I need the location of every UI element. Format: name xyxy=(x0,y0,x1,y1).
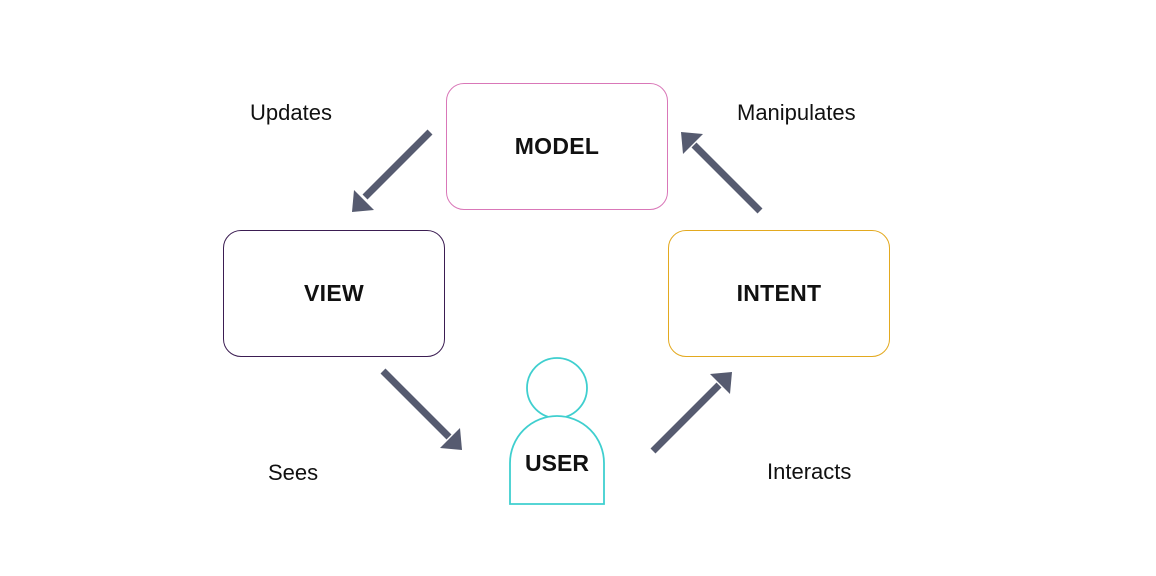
view-node: VIEW xyxy=(223,230,445,357)
arrow-sees xyxy=(380,368,462,450)
sees-edge-label: Sees xyxy=(268,460,319,485)
arrow-manipulates xyxy=(681,132,763,214)
manipulates-edge-label: Manipulates xyxy=(737,100,856,125)
view-label: VIEW xyxy=(304,280,364,306)
model-label: MODEL xyxy=(514,133,600,159)
arrow-updates xyxy=(352,129,433,212)
interacts-edge-label: Interacts xyxy=(767,459,852,484)
model-node: MODEL xyxy=(446,83,668,210)
updates-edge-label: Updates xyxy=(250,100,332,125)
intent-label: INTENT xyxy=(736,280,822,306)
user-figure-icon xyxy=(509,357,605,505)
user-label: USER xyxy=(525,450,589,476)
intent-node: INTENT xyxy=(668,230,890,357)
arrow-interacts xyxy=(650,372,732,454)
